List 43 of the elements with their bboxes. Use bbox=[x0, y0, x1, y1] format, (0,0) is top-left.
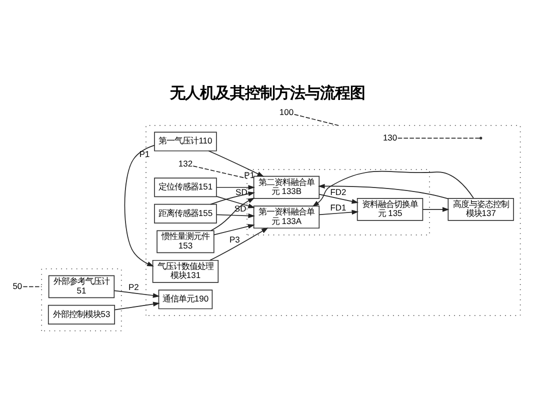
node-box: 气压计数值处理模块131 bbox=[152, 259, 219, 282]
arrow bbox=[214, 224, 255, 235]
diagram-title: 无人机及其控制方法与流程图 bbox=[170, 84, 365, 102]
node-box: 惯性量测元件153 bbox=[156, 230, 214, 253]
arrow bbox=[216, 184, 256, 190]
node-text: 100 bbox=[279, 106, 294, 116]
node-box: 资料融合切换单元 135 bbox=[356, 197, 424, 220]
node-box: 外部参考气压计51 bbox=[48, 274, 115, 298]
edge-label: FD2 bbox=[330, 186, 346, 197]
arrow bbox=[114, 301, 160, 310]
connector bbox=[22, 286, 42, 287]
connector bbox=[397, 137, 480, 138]
arrow bbox=[318, 183, 448, 199]
arrow bbox=[318, 209, 359, 215]
node-box: 高度与姿态控制模块137 bbox=[448, 197, 514, 220]
arrow bbox=[124, 144, 155, 266]
connector bbox=[192, 165, 248, 178]
node-box: 第一气压计110 bbox=[154, 131, 217, 151]
arrow bbox=[114, 290, 160, 298]
edge-label: P1 bbox=[244, 170, 255, 180]
edge-label: P1 bbox=[139, 148, 150, 158]
node-box: 第一资料融合单元 133A bbox=[253, 205, 320, 228]
edge-label: FD1 bbox=[330, 202, 346, 212]
cluster bbox=[41, 268, 122, 331]
edge-label: P2 bbox=[128, 282, 139, 292]
arrow bbox=[318, 193, 359, 204]
connector bbox=[294, 114, 339, 126]
node-box: 第二资料融合单元 133B bbox=[253, 175, 320, 198]
node-box: 通信单元190 bbox=[158, 289, 213, 309]
arrow bbox=[208, 150, 264, 176]
edge-label: P3 bbox=[230, 234, 240, 244]
arrow bbox=[210, 227, 268, 260]
node-box: 距离传感器155 bbox=[154, 203, 217, 223]
arrow bbox=[210, 191, 256, 204]
arrow bbox=[422, 206, 450, 212]
node-box: 定位传感器151 bbox=[154, 177, 217, 197]
arrow bbox=[210, 197, 255, 231]
arrow bbox=[216, 212, 256, 218]
node-text: 132 bbox=[178, 158, 193, 168]
node-text: 130 bbox=[382, 132, 398, 142]
node-text: 50 bbox=[12, 280, 22, 290]
node-box: 外部控制模块53 bbox=[48, 304, 116, 324]
arrow bbox=[312, 170, 474, 206]
